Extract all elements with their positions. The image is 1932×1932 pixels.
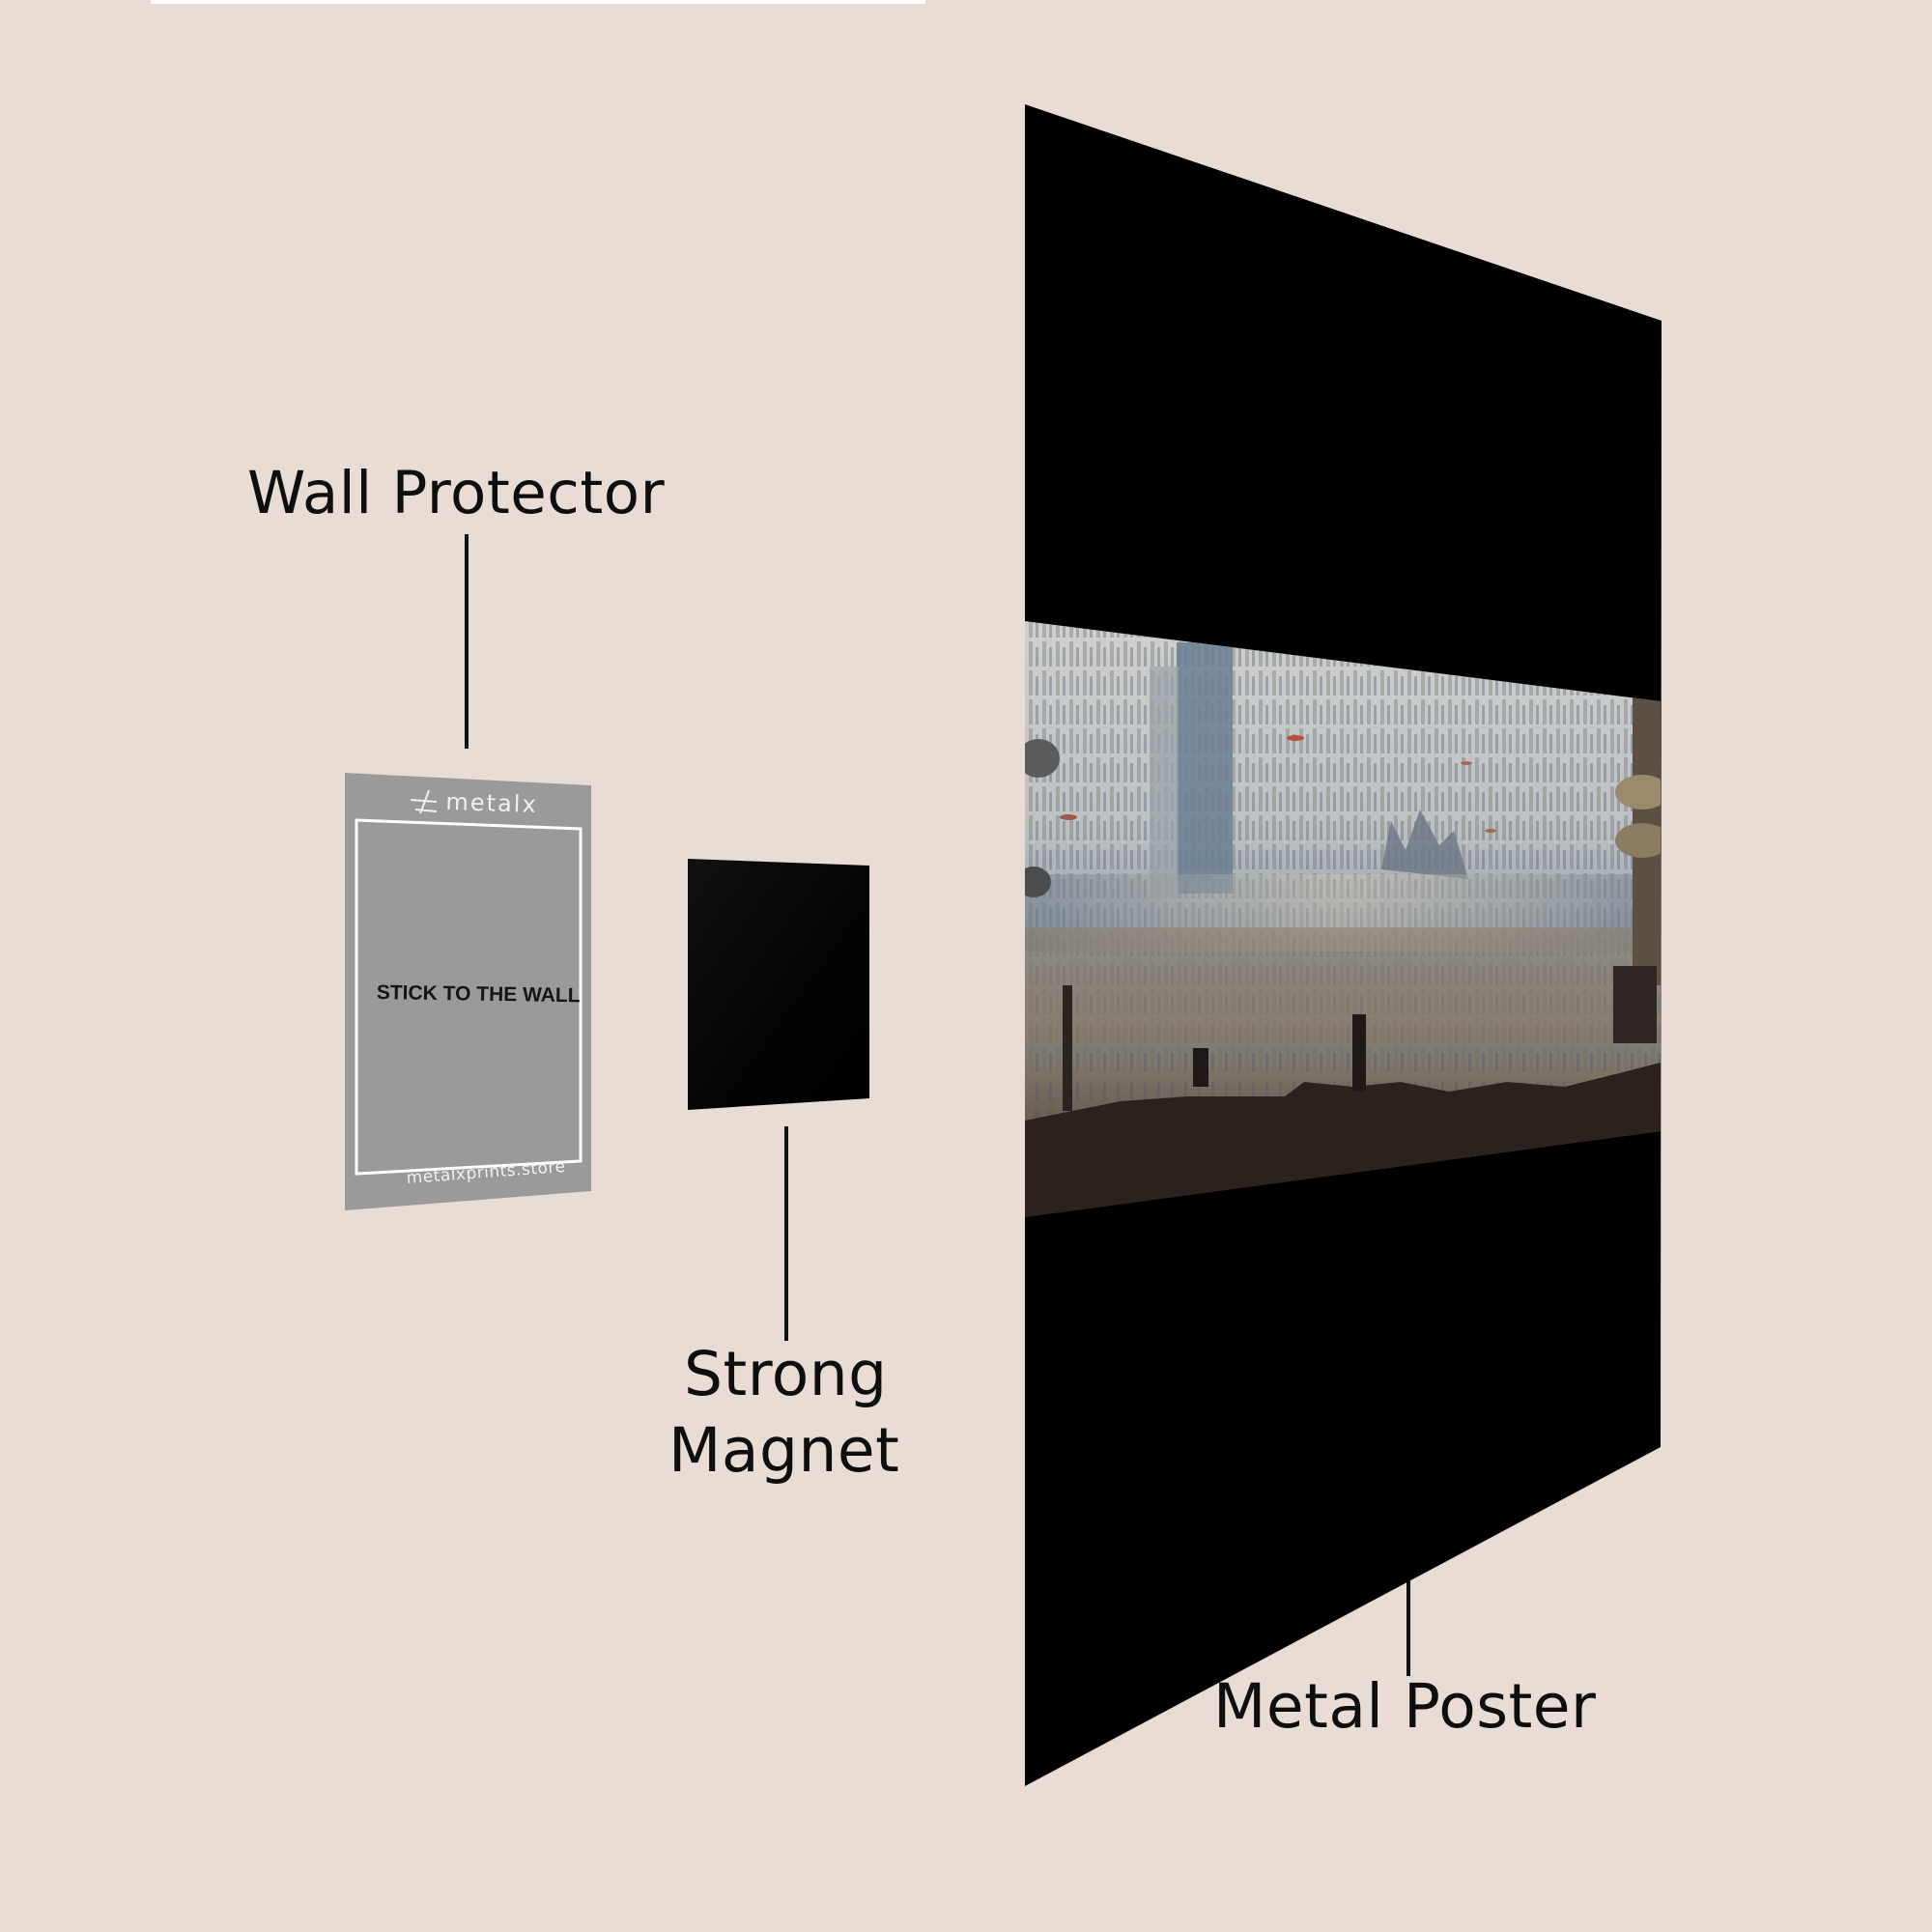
- strong-magnet-label-line1: Strong: [684, 1339, 888, 1409]
- strong-magnet-plate: [688, 859, 869, 1110]
- metal-poster-leader-line: [1406, 1536, 1410, 1676]
- metal-poster-label: Metal Poster: [1213, 1671, 1597, 1742]
- stick-to-the-wall-text: STICK TO THE WALL: [376, 981, 581, 1008]
- wall-protector-sheet: [345, 773, 591, 1210]
- wall-protector-label: Wall Protector: [247, 459, 666, 527]
- metalx-logo-text: metalx: [445, 788, 539, 818]
- magnet-leader-line: [784, 1126, 788, 1341]
- wall-protector-leader-line: [465, 534, 469, 749]
- strong-magnet-label-line2: Magnet: [668, 1415, 900, 1486]
- poster-artwork: [1025, 621, 1661, 1217]
- metalx-logo-icon: [410, 789, 438, 814]
- top-white-strip: [151, 0, 925, 4]
